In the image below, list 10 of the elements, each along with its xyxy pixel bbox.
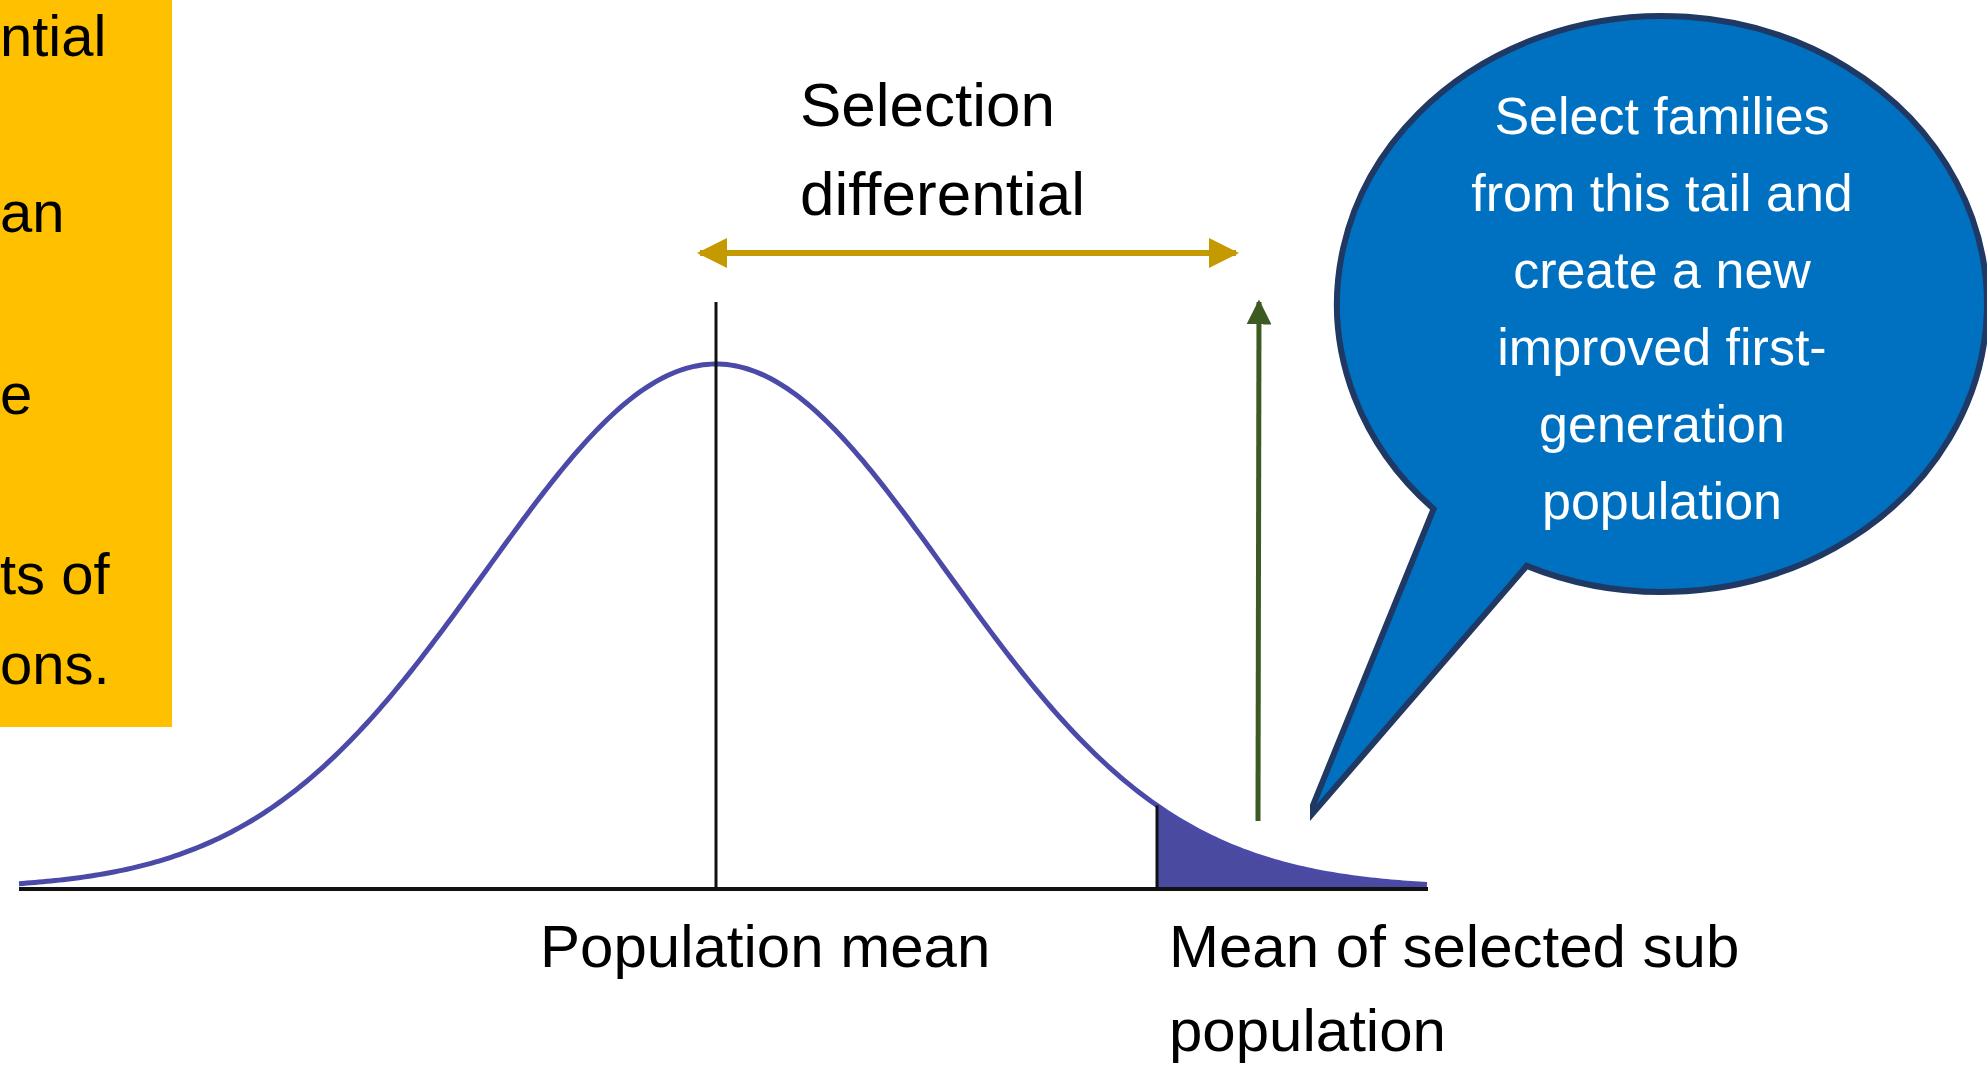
note-panel xyxy=(0,0,172,727)
axis-label: Population mean xyxy=(540,912,991,982)
callout-text: Select families from this tail and create a new improved first-generation population xyxy=(1470,86,1854,532)
note-text: an xyxy=(0,178,65,245)
note-text: e xyxy=(0,360,33,427)
dimension-label: Selection differential xyxy=(800,69,1086,230)
note-text: ons. xyxy=(0,630,110,697)
note-text: ntial xyxy=(0,2,107,69)
axis-label: Mean of selected sub population xyxy=(1169,912,1741,1066)
note-text: ts of xyxy=(0,540,110,607)
